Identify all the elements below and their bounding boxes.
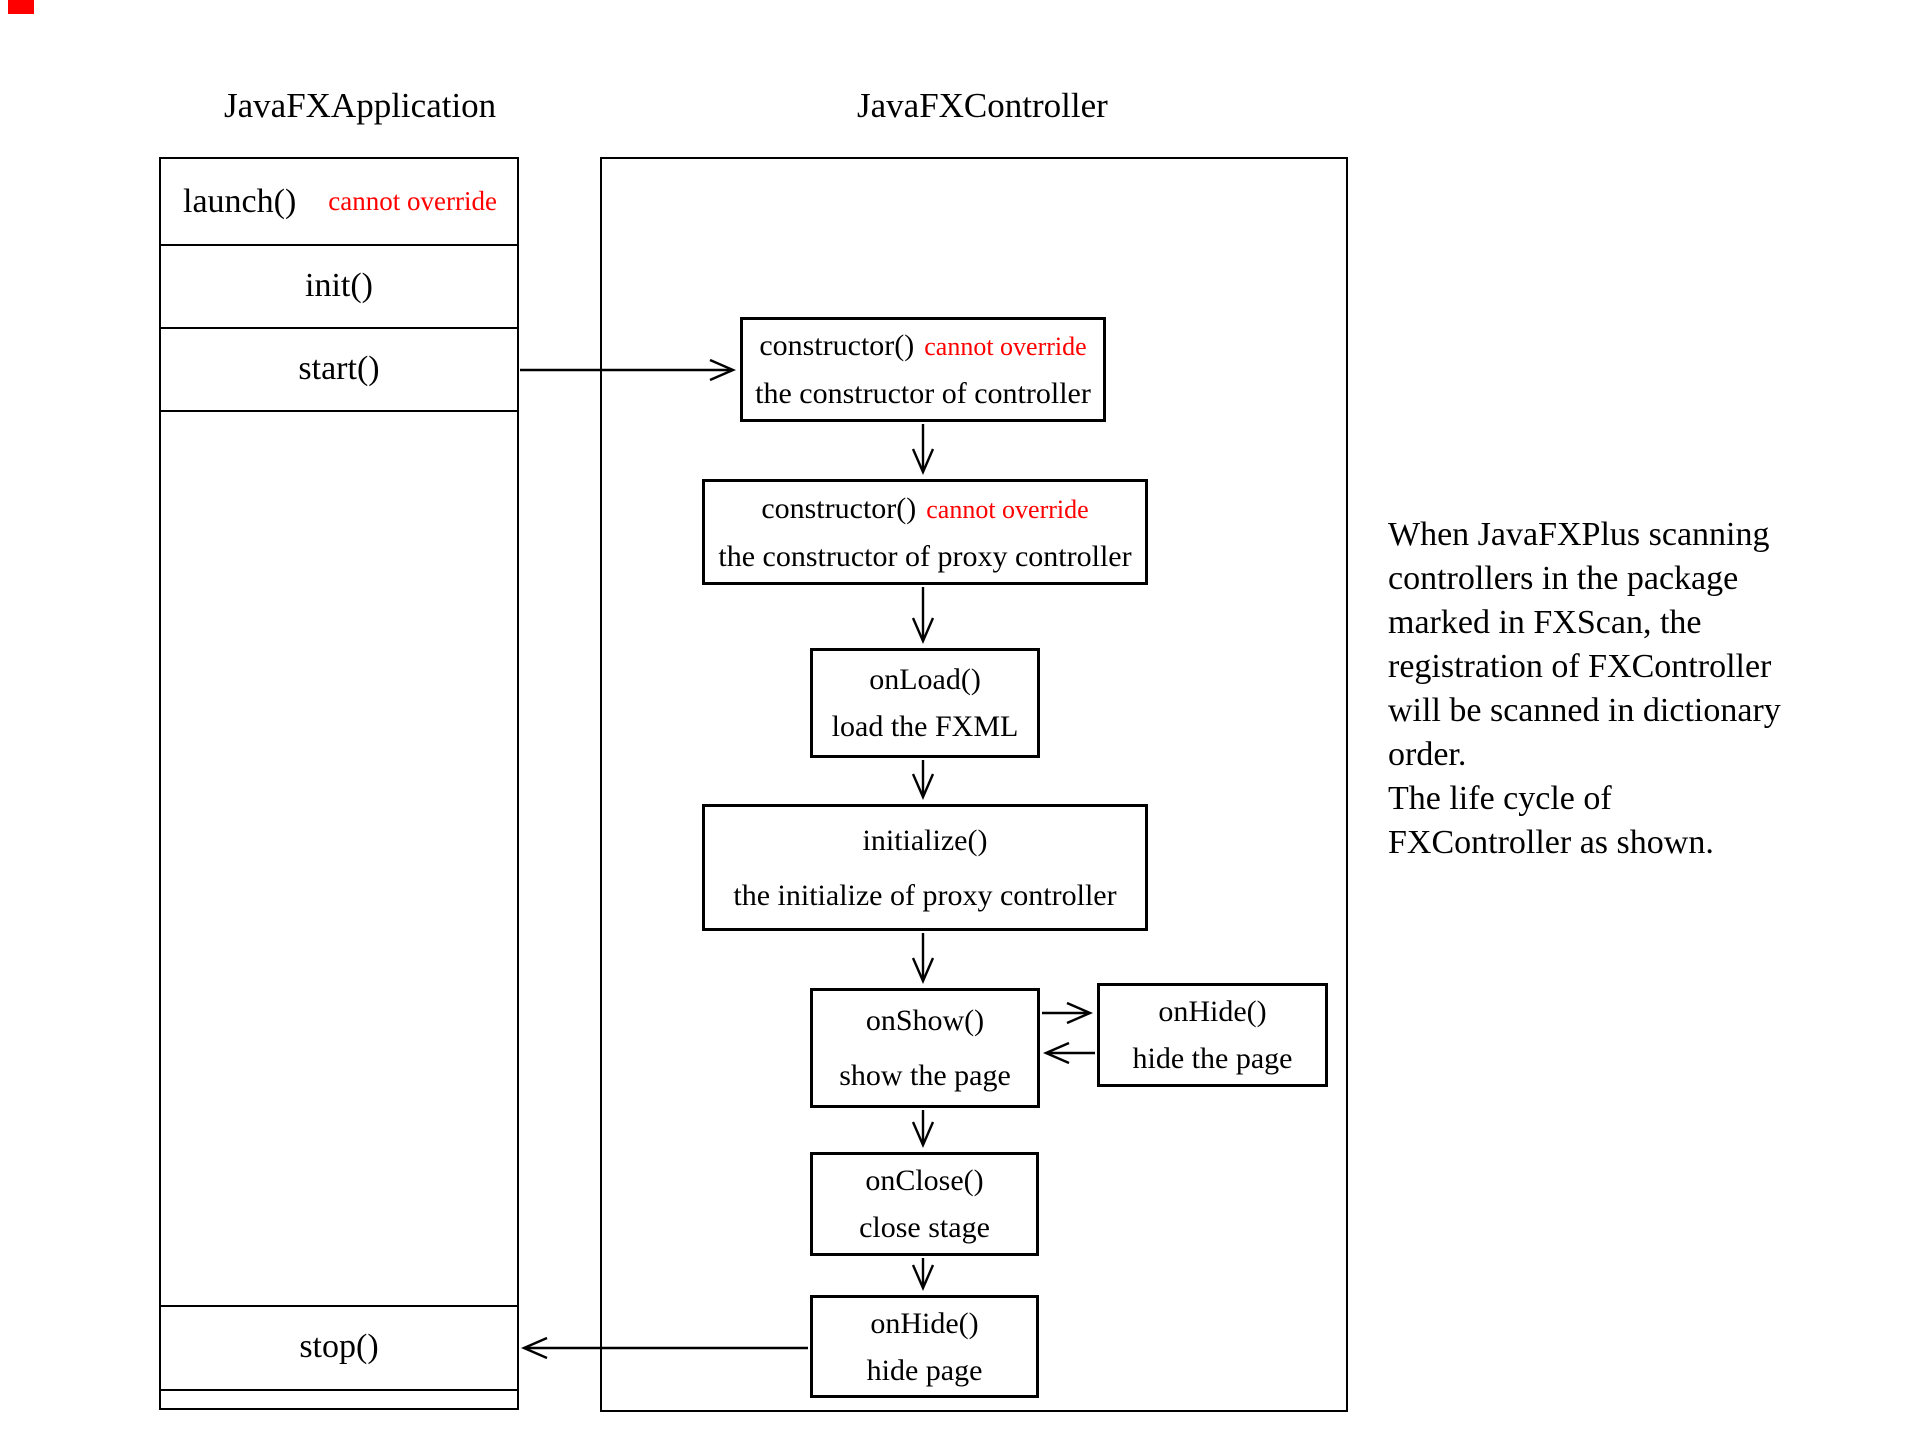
- method-label: initialize(): [862, 823, 988, 857]
- box-initialize: initialize() the initialize of proxy con…: [702, 804, 1148, 931]
- controller-class-title: JavaFXController: [857, 86, 1108, 125]
- box-onhide-bottom: onHide() hide page: [810, 1295, 1039, 1398]
- init-row: init(): [161, 244, 517, 327]
- javafx-application-container: launch() cannot override init() start() …: [159, 157, 519, 1410]
- box-line2: hide page: [866, 1353, 983, 1387]
- divider-under-stop: [161, 1389, 517, 1391]
- cannot-override-note: cannot override: [926, 494, 1089, 524]
- launch-row: launch() cannot override: [161, 159, 517, 244]
- box-constructor-controller: constructor() cannot override the constru…: [740, 317, 1106, 422]
- method-label: onLoad(): [869, 663, 981, 696]
- box-line2: hide the page: [1132, 1042, 1293, 1075]
- box-constructor-proxy-controller: constructor() cannot override the constru…: [702, 479, 1148, 585]
- launch-cannot-override-note: cannot override: [328, 186, 497, 216]
- side-note-paragraph: When JavaFXPlus scanning controllers in …: [1388, 516, 1781, 861]
- box-line2: the constructor of controller: [755, 377, 1091, 410]
- start-label: start(): [298, 349, 380, 387]
- box-line2: show the page: [839, 1059, 1011, 1092]
- method-label: onHide(): [1158, 995, 1267, 1028]
- stop-label: stop(): [299, 1328, 379, 1365]
- box-onshow: onShow() show the page: [810, 988, 1040, 1108]
- box-line2: load the FXML: [831, 710, 1019, 743]
- method-label: onHide(): [870, 1306, 979, 1340]
- divider-under-start: [161, 410, 517, 412]
- divider-under-launch: [161, 244, 517, 246]
- method-label: onClose(): [865, 1164, 984, 1197]
- box-line2: close stage: [859, 1211, 990, 1244]
- method-label: constructor(): [761, 491, 917, 525]
- divider-above-stop: [161, 1305, 517, 1307]
- box-onhide-right: onHide() hide the page: [1097, 983, 1328, 1087]
- cannot-override-note: cannot override: [924, 332, 1087, 361]
- box-line2: the constructor of proxy controller: [718, 539, 1132, 573]
- box-line2: the initialize of proxy controller: [733, 878, 1117, 912]
- stop-row: stop(): [161, 1305, 517, 1389]
- method-label: onShow(): [865, 1004, 985, 1037]
- start-row: start(): [161, 327, 517, 410]
- box-line1: constructor() cannot override: [759, 322, 1086, 370]
- divider-under-init: [161, 327, 517, 329]
- box-onload: onLoad() load the FXML: [810, 648, 1040, 758]
- javafx-controller-container: [600, 157, 1348, 1412]
- red-corner-mark: [8, 0, 34, 14]
- init-label: init(): [305, 266, 373, 304]
- launch-label: launch(): [183, 182, 297, 220]
- box-onclose: onClose() close stage: [810, 1152, 1039, 1256]
- method-label: constructor(): [759, 329, 915, 362]
- box-line1: constructor() cannot override: [761, 485, 1088, 533]
- application-class-title: JavaFXApplication: [224, 86, 497, 125]
